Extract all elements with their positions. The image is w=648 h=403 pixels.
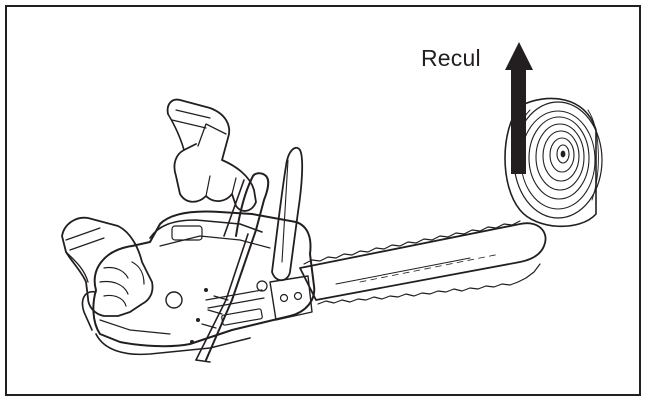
figure-frame	[5, 5, 641, 396]
recoil-label: Recul	[421, 45, 481, 71]
rear-hand-glove-icon	[61, 216, 154, 317]
front-hand-glove-icon	[166, 98, 257, 212]
chainsaw-icon	[81, 146, 547, 363]
up-arrow-icon	[505, 42, 533, 174]
